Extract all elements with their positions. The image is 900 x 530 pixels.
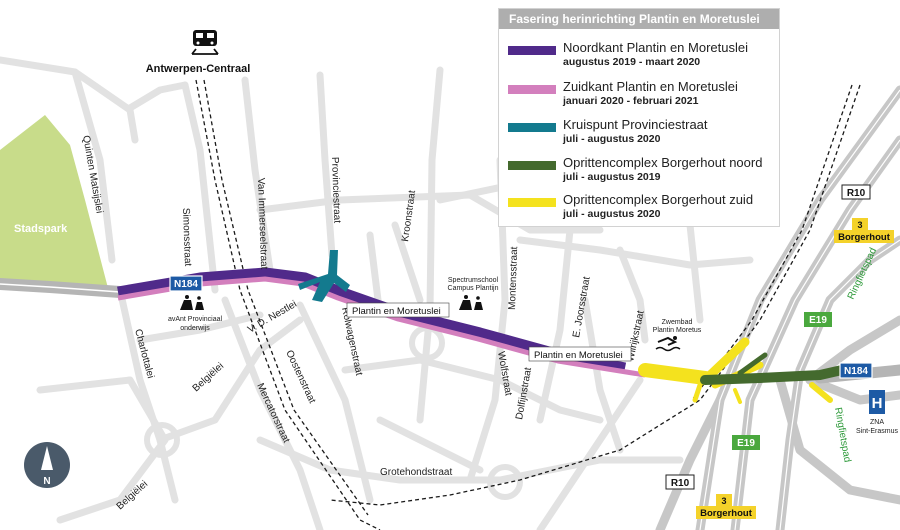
street-label-ringfietspad-2: Ringfietspad — [832, 407, 852, 464]
street-label-grotehond: Grotehondstraat — [380, 467, 452, 478]
street-label-simons: Simonsstraat — [180, 208, 193, 267]
svg-text:3: 3 — [857, 220, 862, 230]
legend-item-noordkant: Noordkant Plantin en Moretuslei augustus… — [505, 40, 777, 77]
phase-kruispunt-provinciestraat — [298, 250, 350, 302]
legend-item-borgerhout-noord: Oprittencomplex Borgerhout noord juli - … — [505, 155, 777, 192]
street-label-belgielei: Belgiëlei — [191, 361, 226, 394]
svg-text:Plantin en Moretuslei: Plantin en Moretuslei — [534, 350, 623, 361]
label-plantin-1: Plantin en Moretuslei — [346, 302, 450, 318]
legend-item-title: Zuidkant Plantin en Moretuslei — [563, 79, 738, 94]
pool-label-1: Zwembad — [662, 319, 693, 326]
legend-swatch — [508, 85, 556, 94]
street-label-montens: Montensstraat — [507, 246, 520, 310]
phase-borgerhout-noord — [700, 352, 847, 385]
svg-text:Borgerhout: Borgerhout — [838, 232, 891, 243]
svg-text:Plantin en Moretuslei: Plantin en Moretuslei — [352, 306, 441, 317]
r10-shield-south: R10 — [665, 474, 695, 490]
railway — [195, 79, 861, 530]
street-label-provincie: Provinciestraat — [329, 157, 342, 224]
svg-text:N: N — [43, 476, 50, 487]
legend-item-borgerhout-zuid: Oprittencomplex Borgerhout zuid juli - a… — [505, 192, 777, 229]
legend-swatch — [508, 198, 556, 207]
legend-item-title: Oprittencomplex Borgerhout zuid — [563, 192, 754, 207]
street-label-vanimmer: Van Immerseelstraat — [255, 178, 269, 270]
r10-shield-north: R10 — [841, 184, 871, 200]
e19-shield-south: E19 — [732, 435, 760, 450]
legend-item-date: januari 2020 - februari 2021 — [563, 95, 699, 107]
legend-item-zuidkant: Zuidkant Plantin en Moretuslei januari 2… — [505, 79, 777, 116]
school2-label-1: Spectrumschool — [448, 277, 499, 284]
train-icon — [191, 30, 219, 55]
school-label-2: onderwijs — [180, 325, 210, 332]
legend-item-date: augustus 2019 - maart 2020 — [563, 56, 701, 68]
legend-swatch — [508, 123, 556, 132]
svg-text:H: H — [872, 395, 883, 412]
hospital-label-2: Sint-Erasmus — [856, 428, 899, 435]
legend-swatch — [508, 46, 556, 55]
n184-shield-west: N184 — [169, 275, 203, 292]
stadspark-area — [0, 115, 108, 288]
legend-item-date: juli - augustus 2019 — [563, 171, 661, 183]
legend-title: Fasering herinrichting Plantin en Moretu… — [499, 9, 779, 29]
school2-label-2: Campus Plantijn — [448, 285, 499, 292]
legend-item-kruispunt: Kruispunt Provinciestraat juli - augustu… — [505, 117, 777, 154]
svg-text:R10: R10 — [671, 478, 690, 489]
street-label-mercator: Mercatorstraat — [254, 382, 291, 445]
exit-shield-borgerhout-south: 3 Borgerhout — [696, 494, 756, 519]
legend-item-title: Noordkant Plantin en Moretuslei — [563, 40, 748, 55]
street-label-oosten: Oostenstraat — [283, 349, 317, 406]
school-icon — [180, 295, 204, 310]
compass-icon: N — [24, 442, 70, 488]
legend-item-date: juli - augustus 2020 — [563, 133, 661, 145]
hospital-label-1: ZNA — [870, 419, 884, 426]
svg-text:E19: E19 — [737, 438, 755, 449]
hospital-icon: H — [869, 390, 885, 414]
legend-item-date: juli - augustus 2020 — [563, 208, 661, 220]
svg-text:N184: N184 — [174, 279, 198, 290]
svg-text:Borgerhout: Borgerhout — [700, 508, 753, 519]
pool-label-2: Plantin Moretus — [653, 327, 702, 334]
park-label: Stadspark — [14, 223, 68, 235]
school-icon — [459, 295, 483, 310]
e19-shield-north: E19 — [804, 312, 832, 327]
station-label: Antwerpen-Centraal — [146, 63, 251, 75]
legend-item-title: Oprittencomplex Borgerhout noord — [563, 155, 763, 170]
legend-item-title: Kruispunt Provinciestraat — [563, 117, 708, 132]
svg-text:E19: E19 — [809, 315, 827, 326]
legend-swatch — [508, 161, 556, 170]
school-label-1: avAnt Provinciaal — [168, 316, 223, 323]
swimmer-icon — [655, 336, 681, 352]
svg-text:R10: R10 — [847, 188, 866, 199]
svg-text:N184: N184 — [844, 366, 868, 377]
exit-shield-borgerhout-north: 3 Borgerhout — [834, 218, 894, 243]
n184-shield-east: N184 — [839, 362, 873, 379]
svg-text:3: 3 — [721, 496, 726, 506]
legend: Fasering herinrichting Plantin en Moretu… — [498, 8, 780, 227]
label-plantin-2: Plantin en Moretuslei — [528, 346, 632, 362]
